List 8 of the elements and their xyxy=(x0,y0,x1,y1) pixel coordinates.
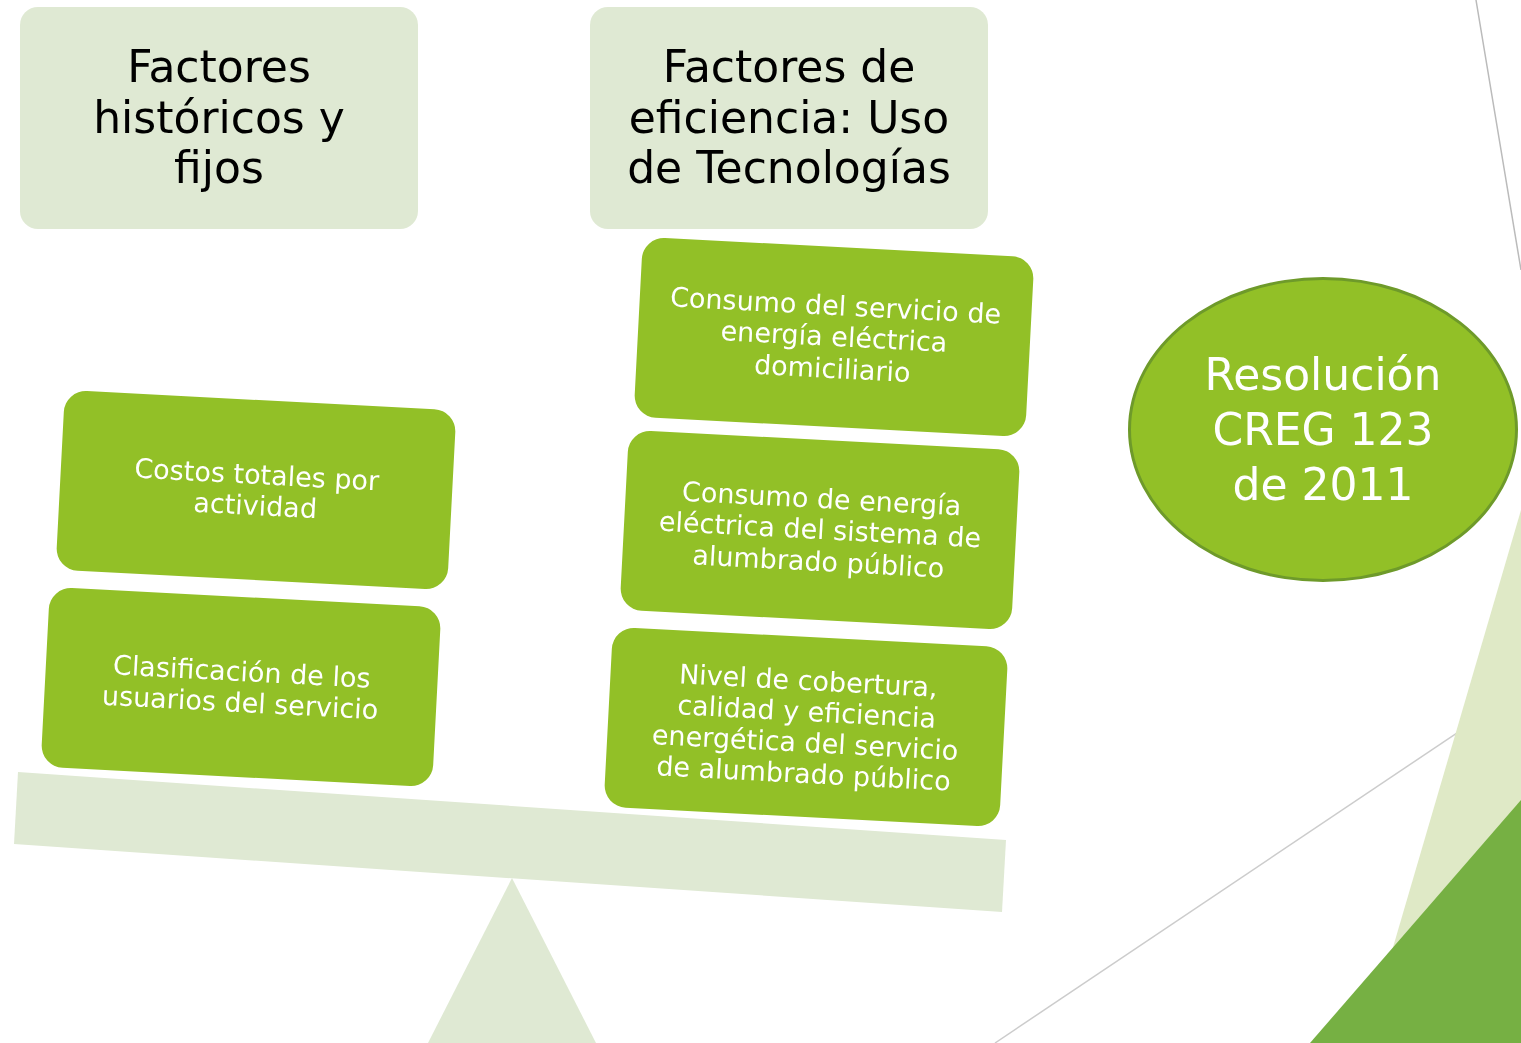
resolution-ellipse: Resolución CREG 123 de 2011 xyxy=(1128,277,1518,582)
factor-box: Costos totales por actividad xyxy=(55,389,457,591)
factor-box: Clasificación de los usuarios del servicio xyxy=(40,586,442,788)
factor-box: Consumo del servicio de energía eléctrica domiciliario xyxy=(633,236,1035,438)
category-header: Factores de eficiencia: Uso de Tecnologías xyxy=(590,7,988,229)
factor-box: Consumo de energía eléctrica del sistema de alumbrado público xyxy=(619,429,1021,631)
factor-box: Nivel de cobertura, calidad y eficiencia energética del servicio de alumbrado público xyxy=(603,626,1009,828)
category-header: Factores históricos y fijos xyxy=(20,7,418,229)
